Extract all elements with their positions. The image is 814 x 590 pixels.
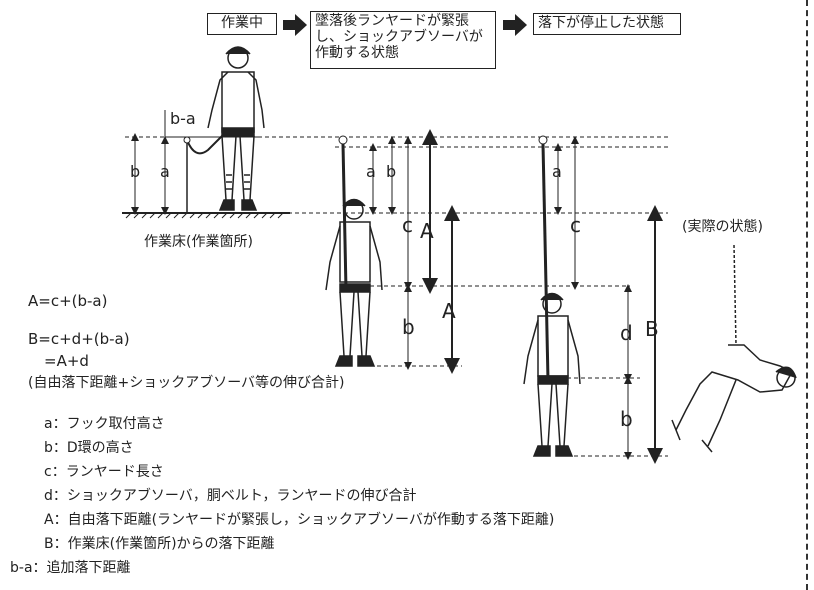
step-working-box: 作業中 xyxy=(207,13,277,35)
label-a-2: a xyxy=(366,162,376,181)
legend-c: c：ランヤード長さ xyxy=(44,464,164,480)
label-A-3: A xyxy=(442,299,456,323)
label-c-3: c xyxy=(570,213,581,237)
label-d-3: d xyxy=(620,321,633,345)
label-B-3: B xyxy=(645,317,659,341)
formula-B-note: (自由落下距離+ショックアブソーバ等の伸び合計) xyxy=(28,375,345,391)
label-b-2: b xyxy=(386,162,397,181)
hook-ring-1 xyxy=(183,136,191,144)
legend-B: B：作業床(作業箇所)からの落下距離 xyxy=(44,536,275,552)
worker-actual-state xyxy=(671,244,797,453)
worker-stopped xyxy=(523,292,581,457)
legend-b-minus-a: b-a：追加落下距離 xyxy=(10,560,131,576)
label-a-1: a xyxy=(160,162,170,181)
worker-standing xyxy=(207,46,265,211)
label-A-2: A xyxy=(420,219,434,243)
legend-A: A：自由落下距離(ランヤードが緊張し，ショックアブソーバが作動する落下距離) xyxy=(44,512,555,528)
lanyard-extended xyxy=(541,143,550,381)
label-b-3: b xyxy=(620,407,633,431)
work-floor xyxy=(122,212,668,219)
lanyard-taut xyxy=(341,143,348,291)
step-fall-stopped-box: 落下が停止した状態 xyxy=(533,13,681,35)
formula-B-equals-A-plus-d: =A+d xyxy=(44,352,89,370)
header-arrow-1 xyxy=(283,14,307,36)
worker-falling xyxy=(325,198,383,367)
formula-B: B=c+d+(b-a) xyxy=(28,330,130,348)
actual-state-caption: (実際の状態) xyxy=(682,219,763,235)
floor-caption: 作業床(作業箇所) xyxy=(144,234,253,250)
header-arrow-2 xyxy=(503,14,527,36)
formula-A: A=c+(b-a) xyxy=(28,292,108,310)
label-a-3: a xyxy=(552,162,562,181)
label-b-minus-a-top: b-a xyxy=(170,109,196,128)
label-c-2: c xyxy=(402,213,413,237)
step-lanyard-taut-box: 墜落後ランヤードが緊張し、ショックアブソーバが作動する状態 xyxy=(310,11,496,69)
legend-d: d：ショックアブソーバ，胴ベルト，ランヤードの伸び合計 xyxy=(44,488,417,504)
lanyard-working xyxy=(186,133,225,155)
label-b-2-lower: b xyxy=(402,315,415,339)
page-edge-dashed-line xyxy=(806,0,808,590)
legend-a: a：フック取付高さ xyxy=(44,416,165,432)
legend-b: b：D環の高さ xyxy=(44,440,134,456)
label-b-1: b xyxy=(130,162,141,181)
